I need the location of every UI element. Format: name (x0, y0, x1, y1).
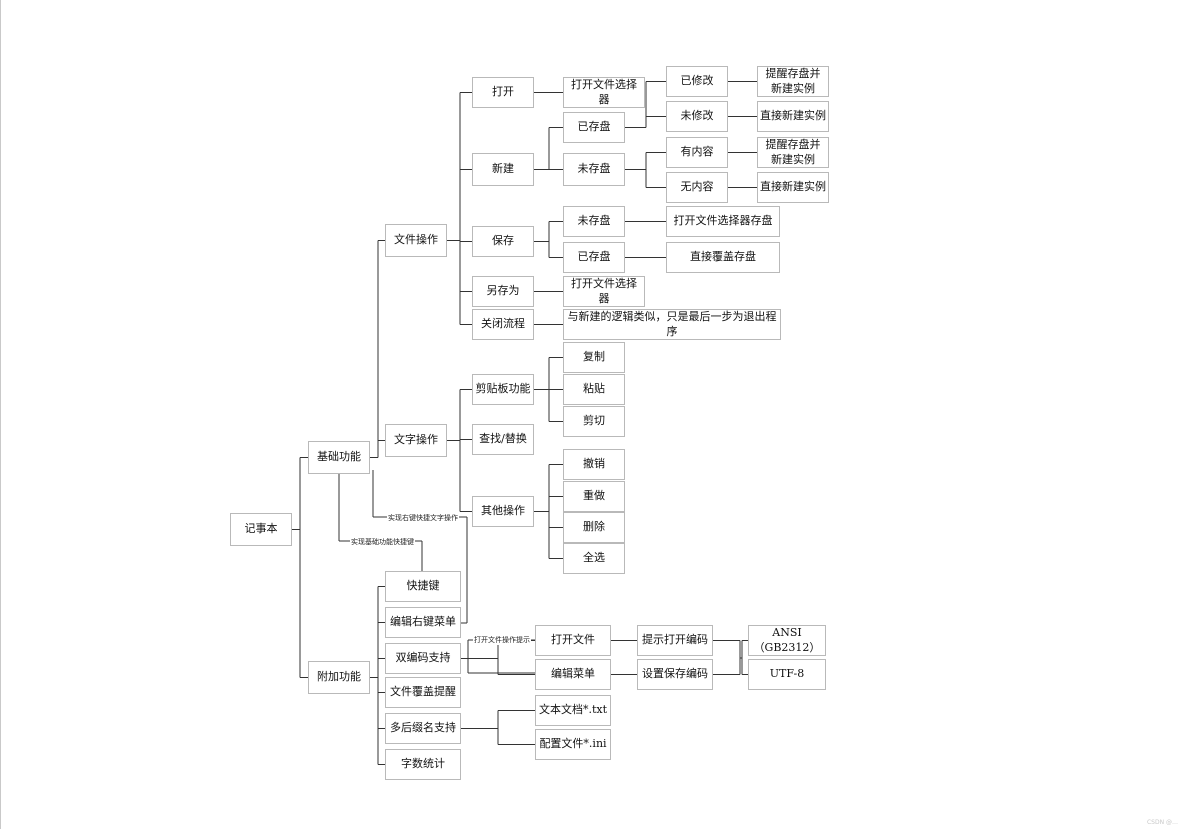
node-direct-new-2: 直接新建实例 (757, 172, 829, 203)
node-close-desc: 与新建的逻辑类似，只是最后一步为退出程序 (563, 309, 781, 340)
node-undo: 撤销 (563, 449, 625, 480)
note-openfile: 打开文件操作提示 (473, 636, 531, 645)
node-multi-ext: 多后缀名支持 (385, 713, 461, 744)
node-has-content: 有内容 (666, 137, 728, 168)
node-remind-1: 提醒存盘并 新建实例 (757, 66, 829, 97)
node-close: 关闭流程 (472, 309, 534, 340)
node-extra: 附加功能 (308, 661, 370, 694)
node-open-chooser: 打开文件选择器 (563, 77, 645, 108)
node-ini: 配置文件*.ini (535, 729, 611, 760)
node-prompt-enc: 提示打开编码 (637, 625, 713, 656)
node-overwrite: 直接覆盖存盘 (666, 242, 780, 273)
node-save: 保存 (472, 226, 534, 257)
node-modified: 已修改 (666, 66, 728, 97)
node-shortcut: 快捷键 (385, 571, 461, 602)
node-new-saved: 已存盘 (563, 112, 625, 143)
node-save-unsaved: 未存盘 (563, 206, 625, 237)
node-save-saved: 已存盘 (563, 242, 625, 273)
node-edit-menu: 编辑菜单 (535, 659, 611, 690)
node-dual-enc: 双编码支持 (385, 643, 461, 674)
note-rightclick: 实现右键快捷文字操作 (387, 514, 459, 523)
node-selectall: 全选 (563, 543, 625, 574)
node-basic: 基础功能 (308, 441, 370, 474)
node-new: 新建 (472, 153, 534, 186)
node-other: 其他操作 (472, 496, 534, 527)
watermark: CSDN @… (1146, 819, 1178, 826)
node-paste: 粘贴 (563, 374, 625, 405)
node-save-chooser: 打开文件选择器存盘 (666, 206, 780, 237)
node-unmodified: 未修改 (666, 101, 728, 132)
node-ansi: ANSI（GB2312） (748, 625, 826, 656)
node-txt: 文本文档*.txt (535, 695, 611, 726)
node-open-file: 打开文件 (535, 625, 611, 656)
node-redo: 重做 (563, 481, 625, 512)
node-fileop: 文件操作 (385, 224, 447, 257)
node-set-enc: 设置保存编码 (637, 659, 713, 690)
node-new-unsaved: 未存盘 (563, 153, 625, 186)
node-saveas-chooser: 打开文件选择器 (563, 276, 645, 307)
node-root: 记事本 (230, 513, 292, 546)
node-no-content: 无内容 (666, 172, 728, 203)
node-cut: 剪切 (563, 406, 625, 437)
node-delete: 删除 (563, 512, 625, 543)
node-context-menu: 编辑右键菜单 (385, 607, 461, 638)
node-direct-new-1: 直接新建实例 (757, 101, 829, 132)
node-wordcount: 字数统计 (385, 749, 461, 780)
node-saveas: 另存为 (472, 276, 534, 307)
node-utf8: UTF-8 (748, 659, 826, 690)
note-shortcut: 实现基础功能快捷键 (350, 538, 415, 547)
node-find: 查找/替换 (472, 424, 534, 455)
node-remind-2: 提醒存盘并 新建实例 (757, 137, 829, 168)
node-textop: 文字操作 (385, 424, 447, 457)
node-open: 打开 (472, 77, 534, 108)
node-copy: 复制 (563, 342, 625, 373)
node-overwrite-remind: 文件覆盖提醒 (385, 677, 461, 708)
node-clipboard: 剪贴板功能 (472, 374, 534, 405)
